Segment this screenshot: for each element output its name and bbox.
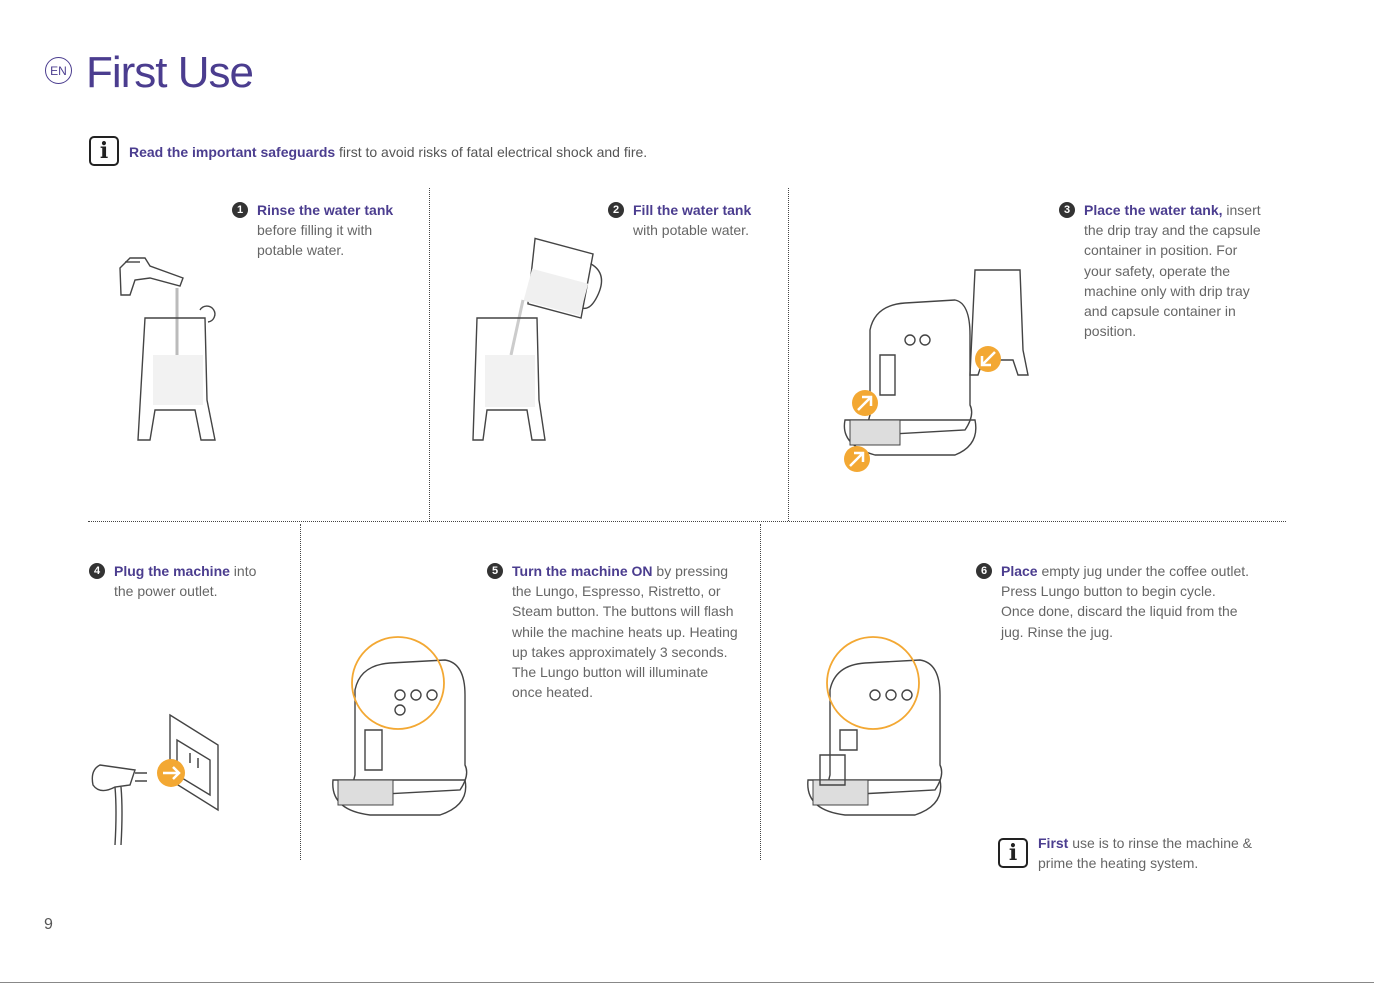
machine-jug-illustration — [807, 636, 943, 816]
tap-icon — [119, 257, 184, 296]
step-1: 1 Rinse the water tank before filling it… — [232, 200, 417, 261]
orange-arrow-icon — [157, 759, 185, 787]
orange-arrow-icon — [975, 346, 1001, 372]
water-tank-icon — [472, 317, 546, 441]
orange-arrow-icon — [852, 390, 878, 416]
divider — [88, 521, 1286, 522]
plug-icon — [91, 764, 147, 846]
orange-arrow-icon — [844, 446, 870, 472]
highlight-circle — [351, 636, 445, 730]
tap-illustration — [119, 257, 216, 441]
coffee-machine-icon — [332, 659, 468, 816]
page-title: First Use — [86, 48, 254, 97]
step-number: 6 — [976, 563, 992, 579]
water-tank-icon — [969, 269, 1029, 376]
page-bottom-rule — [0, 982, 1374, 983]
step-6: 6 Place empty jug under the coffee outle… — [976, 561, 1251, 642]
divider — [429, 188, 430, 521]
jug-icon — [819, 754, 846, 786]
step-number: 4 — [89, 563, 105, 579]
safeguard-link[interactable]: Read the important safeguards — [129, 144, 336, 160]
info-icon: i — [89, 136, 119, 166]
step-3: 3 Place the water tank, insert the drip … — [1059, 200, 1266, 341]
step-5: 5 Turn the machine ON by pressing the Lu… — [487, 561, 742, 702]
info-icon: i — [998, 838, 1028, 868]
machine-on-illustration — [332, 636, 468, 816]
step-number: 2 — [608, 202, 624, 218]
fill-tank-illustration — [472, 237, 603, 441]
divider — [788, 188, 789, 521]
coffee-machine-icon — [843, 299, 977, 456]
page-number: 9 — [44, 916, 53, 933]
safeguard-text: Read the important safeguards first to a… — [129, 144, 648, 160]
highlight-circle — [826, 636, 920, 730]
step-number: 3 — [1059, 202, 1075, 218]
coffee-machine-icon — [807, 659, 943, 816]
language-badge: EN — [45, 57, 72, 84]
step-number: 5 — [487, 563, 503, 579]
jug-icon — [523, 237, 603, 319]
step-4: 4 Plug the machine into the power outlet… — [89, 561, 279, 601]
step-number: 1 — [232, 202, 248, 218]
divider — [300, 524, 301, 860]
machine-assembly-illustration — [843, 269, 1029, 472]
step-2: 2 Fill the water tank with potable water… — [608, 200, 773, 240]
divider — [760, 524, 761, 860]
water-tank-icon — [137, 305, 216, 441]
plug-illustration — [91, 713, 219, 846]
first-use-note: First use is to rinse the machine & prim… — [1038, 835, 1252, 872]
